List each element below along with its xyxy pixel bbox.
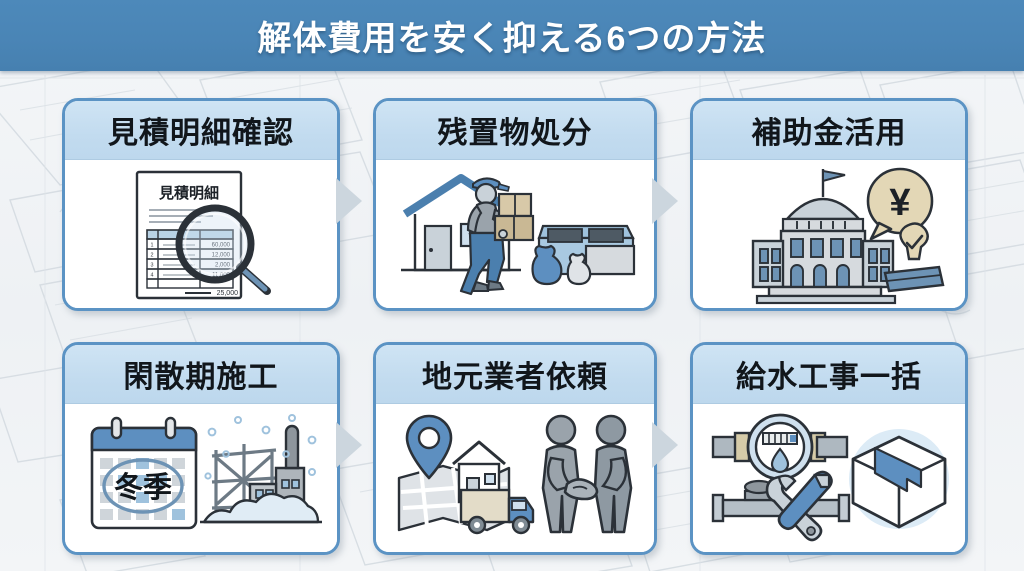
card-header: 給水工事一括 — [693, 345, 965, 404]
card-header: 見積明細確認 — [65, 101, 337, 160]
card-title: 残置物処分 — [437, 117, 593, 150]
government-subsidy-yen-stamp-icon: ¥ — [751, 167, 945, 305]
map-pin — [405, 414, 453, 480]
amount-row-4: 11,000 — [212, 273, 231, 279]
amount-row-3: 2,000 — [215, 263, 231, 269]
card-header: 補助金活用 — [693, 101, 965, 160]
page-title: 解体費用を安く抑える6つの方法 — [257, 20, 767, 58]
house-mover-boxes-trash-icon — [401, 174, 636, 296]
amount-row-2: 12,000 — [212, 253, 231, 259]
card-header: 閑散期施工 — [65, 345, 337, 404]
card-illustration-area — [693, 404, 965, 552]
screwdriver-icon — [777, 470, 833, 531]
card-title: 閑散期施工 — [123, 361, 279, 394]
arrow-card5-card6 — [652, 422, 678, 468]
card-title: 地元業者依頼 — [422, 361, 608, 394]
arrow-card2-card3 — [652, 178, 678, 224]
card-local-contractor[interactable]: 地元業者依頼 — [373, 342, 657, 555]
card-illustration-area — [376, 160, 654, 308]
water-meter-top — [711, 413, 849, 481]
winter-calendar-scaffolding-icon: 冬季 — [90, 414, 322, 530]
approval-stamp — [883, 222, 945, 293]
svg-text:4: 4 — [151, 273, 154, 279]
arrow-card1-card2 — [336, 178, 362, 224]
card-header: 残置物処分 — [376, 101, 654, 160]
card-water-supply-bundle[interactable]: 給水工事一括 — [690, 342, 968, 555]
svg-text:1: 1 — [151, 243, 154, 249]
card-header: 地元業者依頼 — [376, 345, 654, 404]
card-illustration-area: ¥ — [693, 160, 965, 308]
card-estimate-detail[interactable]: 見積明細確認 見積明細 — [62, 98, 340, 311]
calendar-season-label: 冬季 — [114, 471, 172, 504]
page-title-banner: 解体費用を安く抑える6つの方法 — [0, 0, 1024, 71]
card-illustration-area: 冬季 — [65, 404, 337, 552]
svg-text:2: 2 — [151, 253, 154, 259]
dumpster — [537, 224, 636, 276]
card-title: 給水工事一括 — [736, 361, 922, 394]
card-title: 見積明細確認 — [108, 117, 294, 150]
trash-bags — [531, 244, 592, 286]
card-title: 補助金活用 — [751, 117, 907, 150]
card-leftover-disposal[interactable]: 残置物処分 — [373, 98, 657, 311]
handshake-people — [541, 414, 633, 534]
map-with-pin-house-truck — [397, 414, 535, 535]
amount-row-1: 60,000 — [212, 243, 231, 249]
magnifier-glass — [175, 204, 271, 295]
package-box — [849, 429, 949, 529]
amount-total: 25,000 — [217, 290, 239, 297]
tools — [765, 470, 833, 542]
arrow-card4-card5 — [336, 422, 362, 468]
local-contractor-map-handshake-icon — [397, 414, 633, 535]
svg-text:見積明細: 見積明細 — [158, 184, 219, 202]
card-illustration-area: 見積明細 — [65, 160, 337, 308]
card-offseason-construction[interactable]: 閑散期施工 — [62, 342, 340, 555]
methods-grid: 見積明細確認 見積明細 — [0, 71, 1024, 571]
scaffolding-factory — [200, 414, 322, 524]
svg-text:3: 3 — [151, 263, 154, 269]
card-subsidy-usage[interactable]: 補助金活用 — [690, 98, 968, 311]
calendar: 冬季 — [90, 416, 198, 530]
truck — [459, 488, 535, 535]
yen-symbol: ¥ — [889, 182, 910, 224]
water-meter-pipes-tools-package-icon — [711, 413, 949, 542]
worker-figure — [459, 177, 535, 296]
card-illustration-area — [376, 404, 654, 552]
estimate-document-magnifier-icon: 見積明細 — [135, 170, 271, 300]
